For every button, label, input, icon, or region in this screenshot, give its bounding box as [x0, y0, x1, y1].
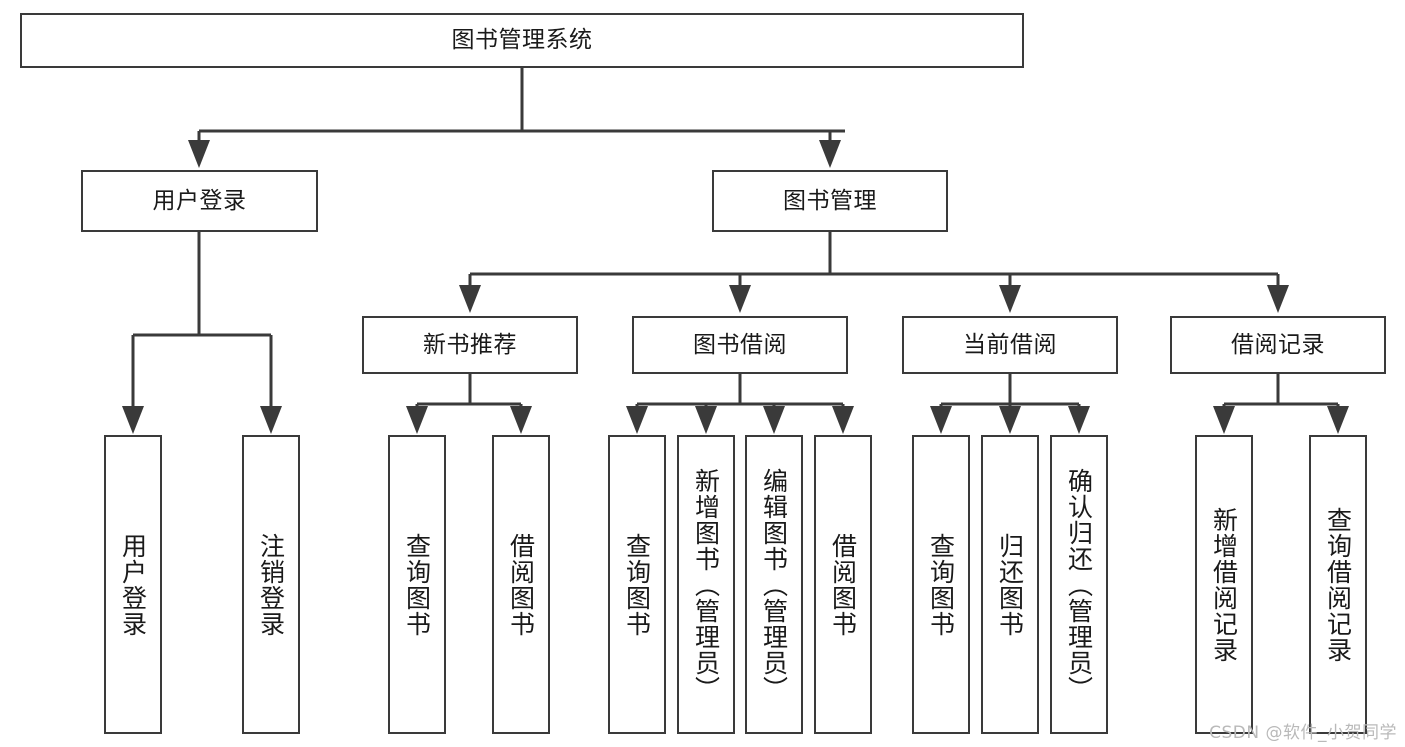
leaf-query-book-current[interactable]: 查询图书: [912, 435, 970, 734]
node-book-management[interactable]: 图书管理: [712, 170, 948, 232]
leaf-edit-book-admin[interactable]: 编辑图书（管理员）: [745, 435, 803, 734]
leaf-label: 借阅图书: [828, 532, 858, 637]
leaf-label: 编辑图书（管理员）: [759, 467, 789, 702]
leaf-query-borrow-record[interactable]: 查询借阅记录: [1309, 435, 1367, 734]
node-label: 用户登录: [152, 187, 247, 214]
leaf-label: 查询图书: [926, 532, 956, 637]
node-label: 图书借阅: [693, 331, 787, 358]
leaf-borrow-book-recommend[interactable]: 借阅图书: [492, 435, 550, 734]
watermark: CSDN @软件_小贺同学: [1209, 723, 1397, 743]
leaf-label: 用户登录: [118, 532, 148, 637]
leaf-confirm-return-admin[interactable]: 确认归还（管理员）: [1050, 435, 1108, 734]
leaf-return-book[interactable]: 归还图书: [981, 435, 1039, 734]
node-root-book-management-system[interactable]: 图书管理系统: [20, 13, 1024, 68]
node-book-borrow[interactable]: 图书借阅: [632, 316, 848, 374]
node-label: 借阅记录: [1231, 331, 1325, 358]
leaf-label: 确认归还（管理员）: [1064, 467, 1094, 702]
leaf-label: 注销登录: [256, 532, 286, 637]
leaf-add-borrow-record[interactable]: 新增借阅记录: [1195, 435, 1253, 734]
leaf-label: 查询图书: [402, 532, 432, 637]
node-new-book-recommend[interactable]: 新书推荐: [362, 316, 578, 374]
node-label: 图书管理: [783, 187, 877, 214]
leaf-add-book-admin[interactable]: 新增图书（管理员）: [677, 435, 735, 734]
node-current-borrow[interactable]: 当前借阅: [902, 316, 1118, 374]
leaf-label: 新增图书（管理员）: [691, 467, 721, 702]
leaf-query-book-borrow[interactable]: 查询图书: [608, 435, 666, 734]
node-user-login[interactable]: 用户登录: [81, 170, 318, 232]
leaf-label: 新增借阅记录: [1209, 506, 1239, 663]
node-label: 新书推荐: [423, 331, 517, 358]
leaf-query-book-recommend[interactable]: 查询图书: [388, 435, 446, 734]
node-label: 图书管理系统: [451, 27, 593, 54]
leaf-label: 归还图书: [995, 532, 1025, 637]
leaf-label: 查询借阅记录: [1323, 506, 1353, 663]
leaf-label: 查询图书: [622, 532, 652, 637]
node-borrow-record[interactable]: 借阅记录: [1170, 316, 1386, 374]
node-label: 当前借阅: [963, 331, 1057, 358]
leaf-user-login[interactable]: 用户登录: [104, 435, 162, 734]
leaf-label: 借阅图书: [506, 532, 536, 637]
leaf-logout[interactable]: 注销登录: [242, 435, 300, 734]
leaf-borrow-book[interactable]: 借阅图书: [814, 435, 872, 734]
